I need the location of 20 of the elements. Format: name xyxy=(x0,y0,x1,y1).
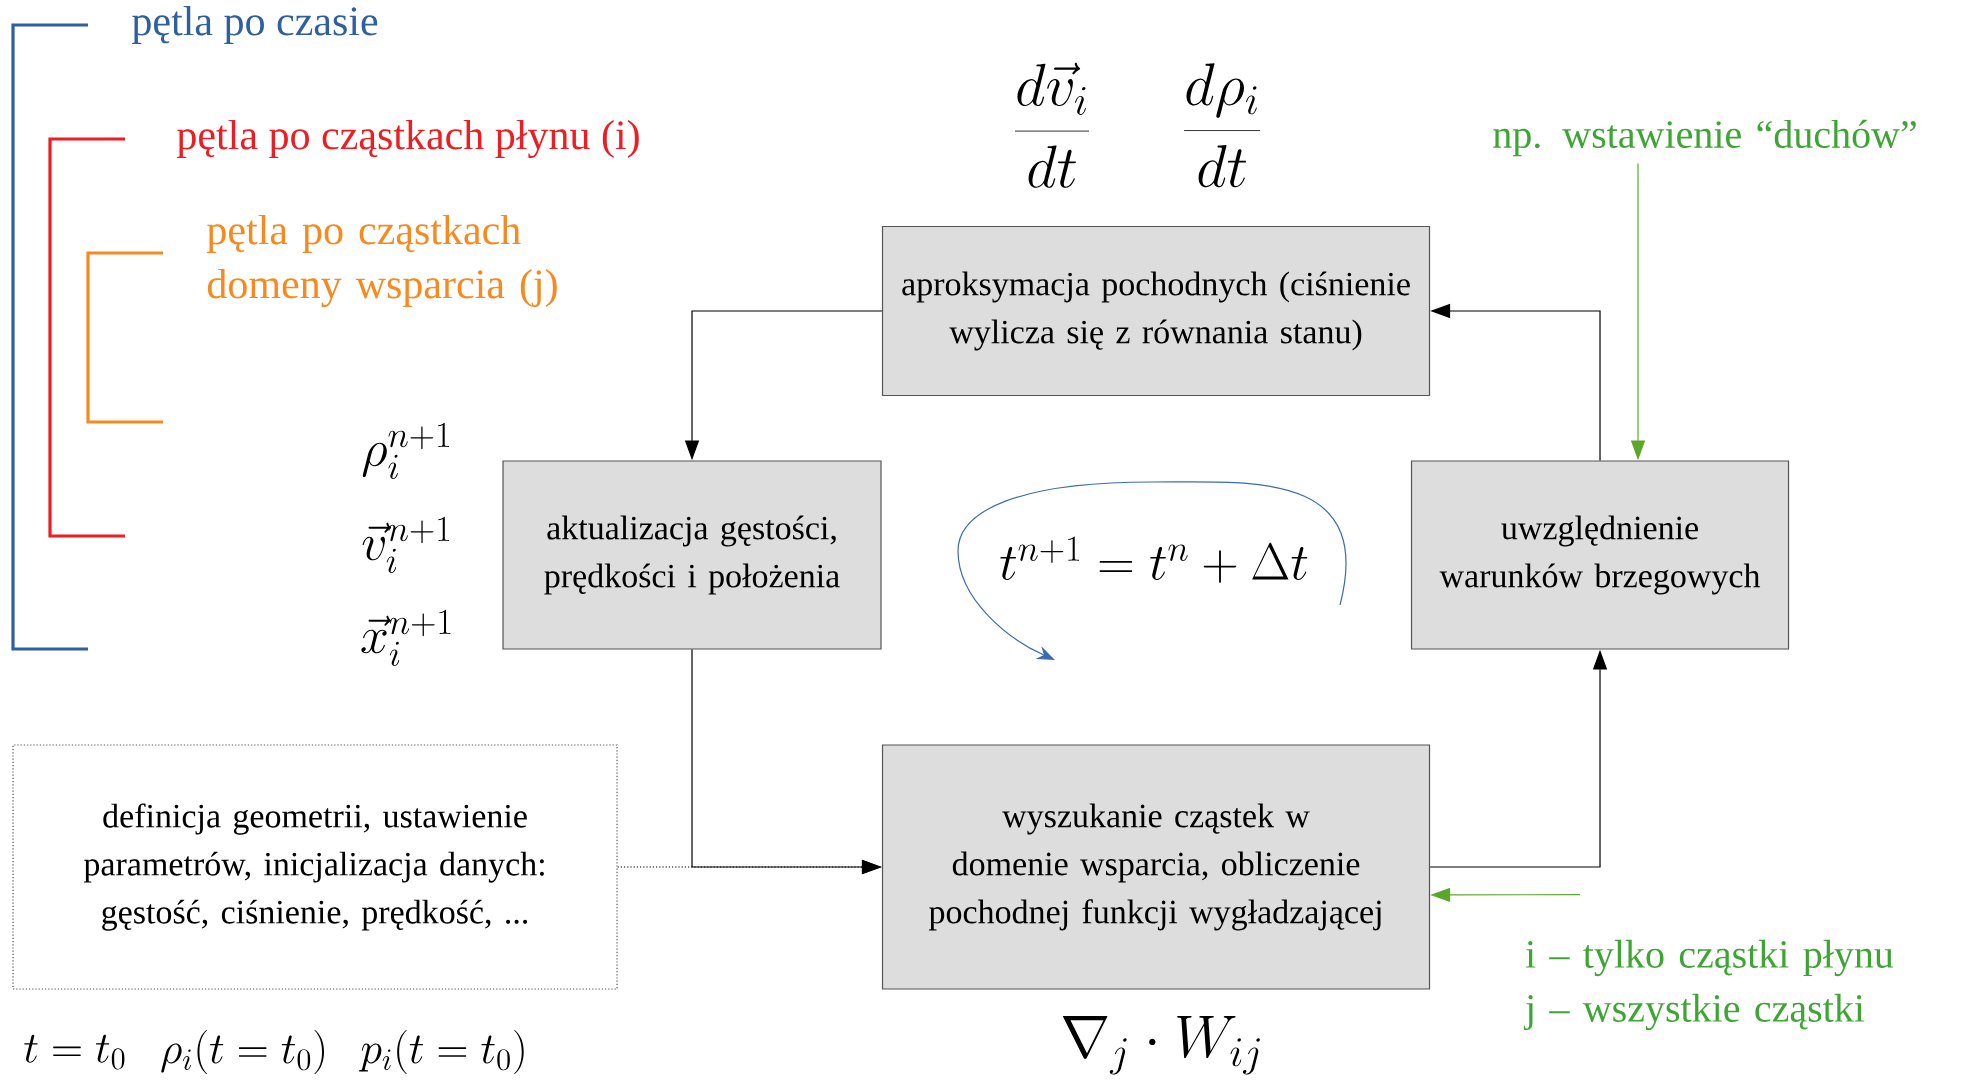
note-text: np. wstawienie “duchów” xyxy=(1493,119,1916,157)
formula: $\rho_i^{n+1}$ xyxy=(362,422,449,479)
formula: $t^{n+1}=t^n+\Delta t$ xyxy=(1000,536,1308,583)
formula: $\nabla_j\cdot W_{ij}$ xyxy=(1063,1015,1260,1075)
note-text: i – tylko cząstki płynu j – wszystkie cząstki xyxy=(1523,939,1894,1031)
formula: $\vec{v}_i^{n+1}$ xyxy=(362,516,450,573)
formula: $\frac{d\vec{v}_i}{dt}$ xyxy=(1015,62,1089,188)
bracket-label: pętla po cząstkach domeny wsparcia (j) xyxy=(207,214,557,308)
bracket-label: pętla po cząstkach płynu (i) xyxy=(177,119,639,159)
process-box: uwzględnienie warunków brzegowych xyxy=(1410,460,1790,650)
formula: $\vec{x}_i^{n+1}$ xyxy=(361,609,451,666)
bracket-label: pętla po czasie xyxy=(132,5,378,45)
dashed-box: definicja geometrii, ustawienie parametrów, inicjalizacja danych: gęstość, ciśnienie, prędkość, ... xyxy=(12,744,618,990)
formula: $\rho_i(t=t_0)$ xyxy=(161,1030,324,1074)
formula: $\frac{d\rho_i}{dt}$ xyxy=(1184,63,1260,188)
process-box: aktualizacja gęstości, prędkości i położenia xyxy=(502,460,882,650)
process-box: wyszukanie cząstek w domenie wsparcia, obliczenie pochodnej funkcji wygładzającej xyxy=(881,744,1431,990)
process-box: aproksymacja pochodnych (ciśnienie wylicza się z równania stanu) xyxy=(881,225,1431,397)
formula: $p_i(t=t_0)$ xyxy=(358,1030,524,1074)
formula: $t=t_0$ xyxy=(24,1034,125,1070)
